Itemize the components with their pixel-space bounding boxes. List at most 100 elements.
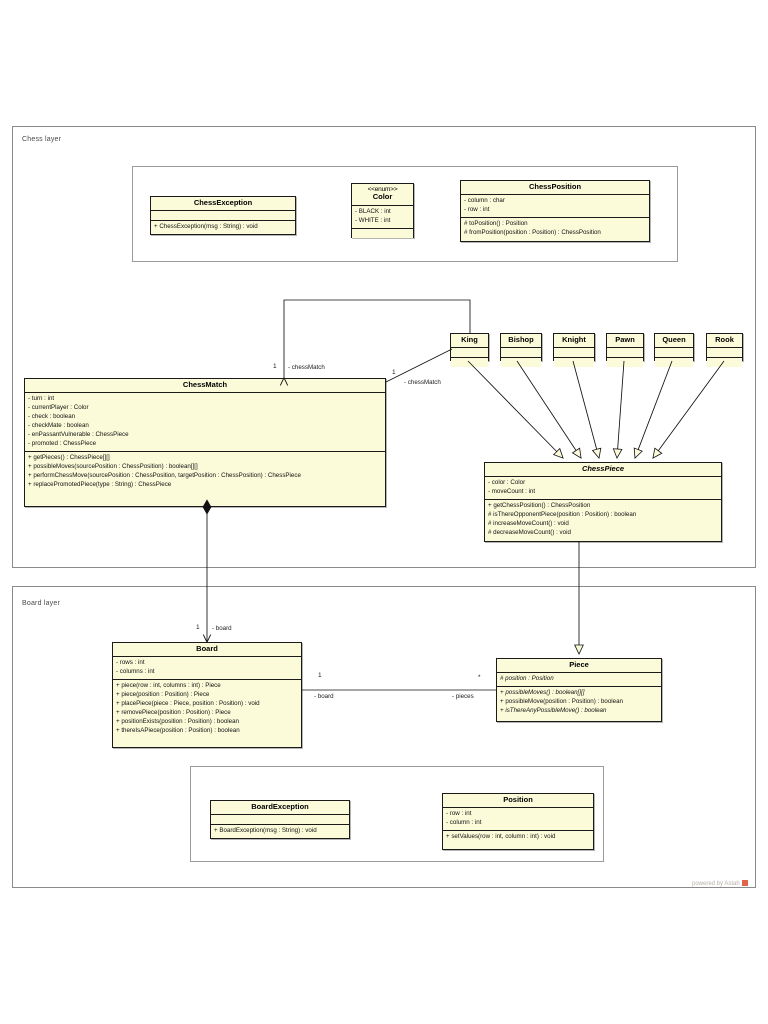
- operation-row: + possibleMove(position : Position) : bo…: [500, 698, 623, 706]
- class-board[interactable]: Board - rows : int - columns : int + pie…: [112, 642, 302, 748]
- class-piece[interactable]: Piece # position : Position + possibleMo…: [496, 658, 662, 722]
- class-position-operations: + setValues(row : int, column : int) : v…: [443, 831, 593, 845]
- operation-row: + piece(row : int, columns : int) : Piec…: [116, 682, 221, 690]
- attribute-row: - currentPlayer : Color: [28, 404, 89, 412]
- class-bishop[interactable]: Bishop: [500, 333, 542, 368]
- multiplicity-chessmatch-left: 1: [273, 363, 277, 370]
- operation-row: + performChessMove(sourcePosition : Ches…: [28, 472, 301, 479]
- operation-row: + possibleMoves() : boolean[][]: [500, 689, 585, 697]
- class-pawn-attributes: [607, 348, 643, 359]
- class-position[interactable]: Position - row : int - column : int + se…: [442, 793, 594, 850]
- class-chess-position-attributes: - column : char - row : int: [461, 195, 649, 219]
- operation-row: + setValues(row : int, column : int) : v…: [446, 833, 556, 841]
- multiplicity-chessmatch-right: 1: [392, 369, 396, 376]
- class-queen[interactable]: Queen: [654, 333, 694, 368]
- class-board-operations: + piece(row : int, columns : int) : Piec…: [113, 680, 301, 738]
- class-king-attributes: [451, 348, 488, 359]
- class-piece-name: Piece: [497, 659, 661, 674]
- attribute-row: - check : boolean: [28, 413, 76, 421]
- class-position-name: Position: [443, 794, 593, 809]
- operation-row: + piece(position : Position) : Piece: [116, 691, 210, 699]
- class-chess-piece-operations: + getChessPosition() : ChessPosition # i…: [485, 500, 721, 541]
- package-chess-layer-label: Chess layer: [22, 136, 62, 143]
- attribute-row: - column : char: [464, 197, 505, 205]
- attribute-row: - moveCount : int: [488, 488, 536, 496]
- class-queen-name: Queen: [655, 334, 693, 349]
- role-board-piece-left: - board: [314, 693, 334, 700]
- operation-row: # fromPosition(position : Position) : Ch…: [464, 229, 601, 237]
- class-chess-piece-name: ChessPiece: [485, 463, 721, 478]
- class-chess-position-operations: # toPosition() : Position # fromPosition…: [461, 218, 649, 241]
- attribute-row: - row : int: [464, 206, 490, 214]
- class-king-name: King: [451, 334, 488, 349]
- operation-row: + positionExists(position : Position) : …: [116, 718, 239, 726]
- class-color-enum-stereotype: <<enum>>: [367, 186, 398, 193]
- role-board-piece-right: - pieces: [452, 693, 474, 700]
- multiplicity-board-piece-right: *: [478, 674, 481, 681]
- class-chess-match-name: ChessMatch: [25, 379, 385, 394]
- class-king-operations: [451, 358, 488, 368]
- class-king[interactable]: King: [450, 333, 489, 368]
- class-chess-exception-operations: + ChessException(msg : String) : void: [151, 221, 295, 235]
- operation-row: + getPieces() : ChessPiece[][]: [28, 454, 110, 462]
- attribute-row: # position : Position: [500, 675, 554, 683]
- operation-row: # decreaseMoveCount() : void: [488, 529, 571, 537]
- class-queen-attributes: [655, 348, 693, 359]
- attribute-row: - BLACK : int: [355, 207, 391, 215]
- multiplicity-board: 1: [196, 624, 200, 631]
- class-chess-piece-attributes: - color : Color - moveCount : int: [485, 477, 721, 501]
- operation-row: # isThereOpponentPiece(position : Positi…: [488, 511, 637, 519]
- class-knight[interactable]: Knight: [553, 333, 595, 368]
- class-pawn[interactable]: Pawn: [606, 333, 644, 368]
- class-chess-position[interactable]: ChessPosition - column : char - row : in…: [460, 180, 650, 242]
- attribute-row: - promoted : ChessPiece: [28, 440, 97, 448]
- operation-row: + isThereAnyPossibleMove() : boolean: [500, 707, 607, 715]
- class-chess-match-attributes: - turn : int - currentPlayer : Color - c…: [25, 393, 385, 453]
- class-chess-exception[interactable]: ChessException + ChessException(msg : St…: [150, 196, 296, 235]
- operation-row: + placePiece(piece : Piece, position : P…: [116, 700, 260, 708]
- class-knight-name: Knight: [554, 334, 594, 349]
- class-bishop-name: Bishop: [501, 334, 541, 349]
- class-bishop-attributes: [501, 348, 541, 359]
- class-chess-piece[interactable]: ChessPiece - color : Color - moveCount :…: [484, 462, 722, 542]
- class-rook-attributes: [707, 348, 742, 359]
- class-board-exception[interactable]: BoardException + BoardException(msg : St…: [210, 800, 350, 839]
- class-board-name: Board: [113, 643, 301, 658]
- attribute-row: - row : int: [446, 810, 472, 818]
- attribute-row: - color : Color: [488, 479, 526, 487]
- attribute-row: - columns : int: [116, 668, 155, 676]
- astah-watermark: powered by Astah: [692, 880, 748, 887]
- class-knight-operations: [554, 358, 594, 368]
- attribute-row: - enPassantVulnerable : ChessPiece: [28, 431, 129, 439]
- operation-row: + BoardException(msg : String) : void: [214, 827, 317, 835]
- class-color-enum[interactable]: <<enum>> Color - BLACK : int - WHITE : i…: [351, 183, 414, 238]
- class-rook-operations: [707, 358, 742, 368]
- class-rook[interactable]: Rook: [706, 333, 743, 368]
- attribute-row: - WHITE : int: [355, 216, 391, 224]
- operation-row: + ChessException(msg : String) : void: [154, 223, 258, 231]
- class-position-attributes: - row : int - column : int: [443, 808, 593, 832]
- operation-row: # increaseMoveCount() : void: [488, 520, 569, 528]
- class-board-attributes: - rows : int - columns : int: [113, 657, 301, 681]
- class-bishop-operations: [501, 358, 541, 368]
- class-chess-match[interactable]: ChessMatch - turn : int - currentPlayer …: [24, 378, 386, 507]
- class-pawn-name: Pawn: [607, 334, 643, 349]
- class-board-exception-attributes: [211, 815, 349, 826]
- role-chessmatch-left: - chessMatch: [288, 364, 325, 371]
- class-rook-name: Rook: [707, 334, 742, 349]
- class-chess-match-operations: + getPieces() : ChessPiece[][] + possibl…: [25, 452, 385, 492]
- class-pawn-operations: [607, 358, 643, 368]
- astah-logo-icon: [741, 880, 748, 886]
- class-chess-position-name: ChessPosition: [461, 181, 649, 196]
- attribute-row: - column : int: [446, 819, 482, 827]
- class-chess-exception-name: ChessException: [151, 197, 295, 212]
- watermark-text: powered by Astah: [692, 881, 740, 887]
- class-color-enum-operations: [352, 228, 413, 238]
- multiplicity-board-piece-left: 1: [318, 672, 322, 679]
- attribute-row: - checkMate : boolean: [28, 422, 89, 430]
- package-board-layer-label: Board layer: [22, 600, 60, 607]
- class-queen-operations: [655, 358, 693, 368]
- class-board-exception-name: BoardException: [211, 801, 349, 816]
- class-knight-attributes: [554, 348, 594, 359]
- operation-row: + replacePromotedPiece(type : String) : …: [28, 480, 172, 488]
